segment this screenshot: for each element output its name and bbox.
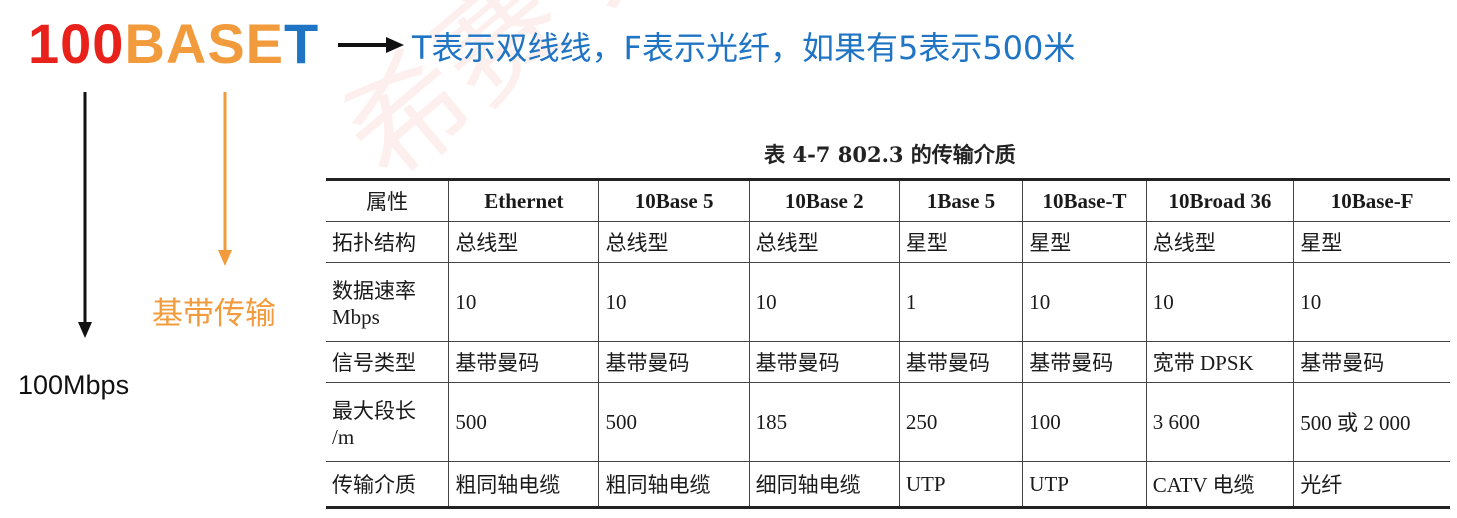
table-cell: 粗同轴电缆 bbox=[598, 461, 750, 508]
header-cell: 10Base-F bbox=[1293, 179, 1450, 222]
standard-name-speed: 100 bbox=[28, 12, 125, 75]
explanation-arrows bbox=[78, 92, 232, 338]
header-cell: 10Base-T bbox=[1022, 179, 1147, 222]
table-cell: 总线型 bbox=[598, 221, 750, 263]
table-cell: 总线型 bbox=[748, 221, 900, 263]
row-attribute: 拓扑结构 bbox=[326, 221, 450, 263]
table-cell: 10 bbox=[598, 262, 750, 342]
standard-name: 100BASET bbox=[28, 8, 319, 80]
table-cell: 100 bbox=[1022, 382, 1147, 462]
media-table: 属性 Ethernet 10Base 5 10Base 2 1Base 5 10… bbox=[326, 178, 1450, 509]
table-cell: 3 600 bbox=[1145, 382, 1295, 462]
table-cell: 250 bbox=[898, 382, 1024, 462]
row-attribute-line: 最大段长 bbox=[332, 398, 416, 423]
table-cell: 185 bbox=[748, 382, 900, 462]
table-cell: 细同轴电缆 bbox=[748, 461, 900, 508]
table-row: 拓扑结构 总线型 总线型 总线型 星型 星型 总线型 星型 bbox=[326, 221, 1450, 263]
header-cell: 1Base 5 bbox=[898, 179, 1024, 222]
table-cell: 星型 bbox=[898, 221, 1024, 263]
baseband-label: 基带传输 bbox=[152, 296, 276, 332]
row-attribute-line: 数据速率 bbox=[332, 278, 416, 303]
down-arrow-baseband-icon bbox=[218, 92, 232, 266]
table-cell: 基带曼码 bbox=[448, 341, 600, 383]
table-cell: 宽带 DPSK bbox=[1145, 341, 1295, 383]
table-cell: 500 bbox=[448, 382, 600, 462]
table-cell: UTP bbox=[898, 461, 1024, 508]
table-cell: 10 bbox=[748, 262, 900, 342]
header-cell: 10Base 2 bbox=[748, 179, 900, 222]
table-row: 最大段长/m 500 500 185 250 100 3 600 500 或 2… bbox=[326, 382, 1450, 462]
table-row: 信号类型 基带曼码 基带曼码 基带曼码 基带曼码 基带曼码 宽带 DPSK 基带… bbox=[326, 341, 1450, 383]
row-attribute: 传输介质 bbox=[326, 461, 450, 508]
header-cell: 10Broad 36 bbox=[1145, 179, 1295, 222]
table-cell: 500 bbox=[598, 382, 750, 462]
table-cell: UTP bbox=[1022, 461, 1147, 508]
row-attribute-unit: /m bbox=[332, 424, 355, 449]
right-arrow-icon bbox=[338, 37, 404, 53]
header-cell: 10Base 5 bbox=[598, 179, 750, 222]
table-cell: 10 bbox=[1022, 262, 1147, 342]
table-cell: 500 或 2 000 bbox=[1293, 382, 1450, 462]
table-cell: 1 bbox=[898, 262, 1024, 342]
row-attribute-unit: Mbps bbox=[332, 304, 380, 329]
table-cell: 基带曼码 bbox=[1022, 341, 1147, 383]
table-cell: 星型 bbox=[1022, 221, 1147, 263]
row-attribute: 信号类型 bbox=[326, 341, 450, 383]
table-cell: 10 bbox=[448, 262, 600, 342]
header-cell: Ethernet bbox=[448, 179, 600, 222]
row-attribute: 最大段长/m bbox=[326, 382, 450, 462]
table-row: 传输介质 粗同轴电缆 粗同轴电缆 细同轴电缆 UTP UTP CATV 电缆 光… bbox=[326, 461, 1450, 508]
table-caption: 表 4-7 802.3 的传输介质 bbox=[764, 142, 1016, 167]
type-annotation: T表示双线线，F表示光纤，如果有5表示500米 bbox=[412, 29, 1076, 67]
table-cell: CATV 电缆 bbox=[1145, 461, 1295, 508]
table-cell: 星型 bbox=[1293, 221, 1450, 263]
table-cell: 光纤 bbox=[1293, 461, 1450, 508]
header-cell: 属性 bbox=[326, 179, 450, 222]
table-cell: 粗同轴电缆 bbox=[448, 461, 600, 508]
table-cell: 10 bbox=[1293, 262, 1450, 342]
table-cell: 基带曼码 bbox=[1293, 341, 1450, 383]
table-cell: 10 bbox=[1145, 262, 1295, 342]
standard-name-base: BASE bbox=[124, 12, 285, 75]
table-cell: 总线型 bbox=[1145, 221, 1295, 263]
table-cell: 基带曼码 bbox=[898, 341, 1024, 383]
table-cell: 基带曼码 bbox=[748, 341, 900, 383]
speed-label: 100Mbps bbox=[18, 370, 130, 400]
table-cell: 基带曼码 bbox=[598, 341, 750, 383]
table-header-row: 属性 Ethernet 10Base 5 10Base 2 1Base 5 10… bbox=[326, 179, 1450, 222]
table-cell: 总线型 bbox=[448, 221, 600, 263]
down-arrow-speed-icon bbox=[78, 92, 92, 338]
standard-name-type: T bbox=[284, 12, 320, 75]
